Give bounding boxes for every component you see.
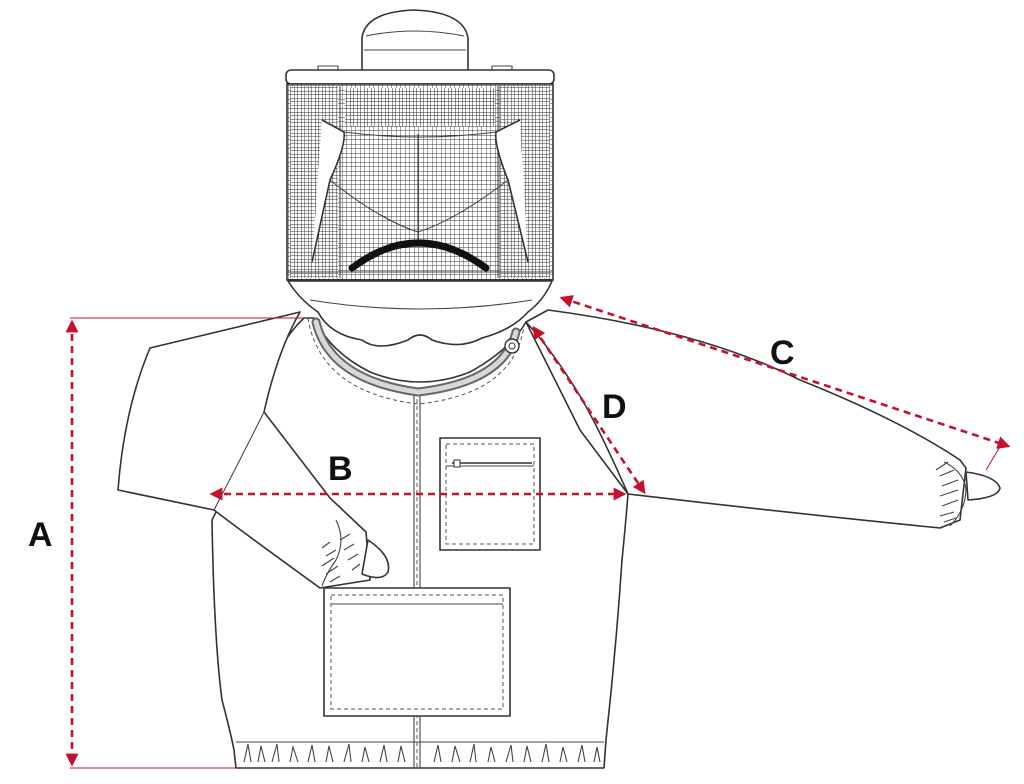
dimension-d-line (532, 325, 646, 495)
dimension-c: C (559, 295, 1011, 471)
dimension-d-label: D (602, 388, 627, 426)
veil-skirt (287, 280, 553, 347)
dimension-c-line (559, 295, 1011, 449)
dimension-a-label: A (28, 516, 53, 554)
left-cuff (321, 519, 390, 587)
dimension-c-ext-tip (985, 439, 1005, 471)
left-sleeve (117, 311, 390, 589)
dimension-c-label: C (770, 334, 795, 372)
dimension-b-label: B (328, 450, 353, 488)
dimension-b: B (209, 450, 627, 501)
hood-veil (285, 9, 555, 347)
veil-mesh-screen (286, 83, 554, 281)
front-pocket (323, 587, 511, 717)
dimension-d: D (532, 325, 646, 495)
hat-brim (285, 65, 555, 85)
hat-crown (361, 9, 469, 73)
right-cuff (935, 461, 1001, 527)
dimension-a: A (28, 317, 306, 769)
jacket-body (211, 317, 629, 769)
collar-zipper-ring (307, 317, 525, 405)
waistband-elastic (243, 743, 601, 763)
